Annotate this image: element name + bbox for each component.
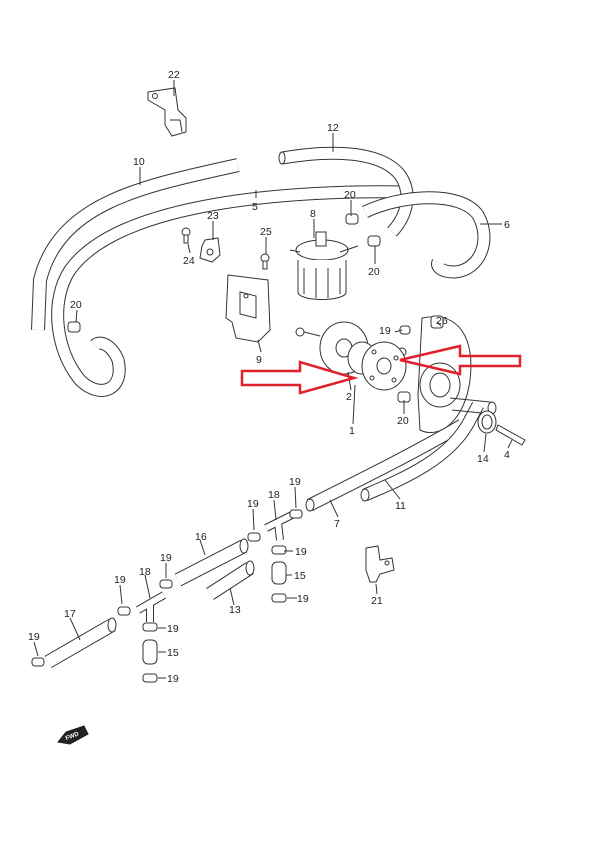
callout-15-lower: 15 <box>167 647 179 659</box>
callout-20-bottom: 20 <box>397 415 409 427</box>
highlight-arrow-left <box>240 360 359 395</box>
callout-2: 2 <box>346 391 352 403</box>
callout-8: 8 <box>310 208 316 220</box>
hose-6 <box>362 191 491 279</box>
diaphragm-plate <box>361 341 407 391</box>
hose-13 <box>206 560 255 600</box>
callout-19-lower-mid: 19 <box>167 623 179 635</box>
pin-4 <box>495 424 526 446</box>
callout-9: 9 <box>256 354 262 366</box>
callout-4: 4 <box>504 449 510 461</box>
callout-25: 25 <box>260 226 272 238</box>
clip-19-e <box>159 579 173 589</box>
callout-19-lower-left: 19 <box>114 574 126 586</box>
highlight-arrow-right <box>399 344 522 376</box>
hose-12 <box>278 146 414 237</box>
hose-7 <box>305 419 466 512</box>
clip-19-i <box>31 657 45 667</box>
callout-22: 22 <box>168 69 180 81</box>
callout-18-upper: 18 <box>268 489 280 501</box>
clip-20-left <box>67 321 81 333</box>
clip-19-f <box>117 606 131 616</box>
callout-6: 6 <box>504 219 510 231</box>
callout-12: 12 <box>327 122 339 134</box>
callout-15-upper: 15 <box>294 570 306 582</box>
callout-19-upper-right: 19 <box>289 476 301 488</box>
callout-24: 24 <box>183 255 195 267</box>
t-joint-18-lower <box>136 591 166 622</box>
bracket-22 <box>147 87 187 137</box>
clip-19-b <box>289 509 303 519</box>
callout-19-far-left: 19 <box>28 631 40 643</box>
callout-26: 26 <box>436 315 448 327</box>
callout-19-upper-mid: 19 <box>295 546 307 558</box>
leader-lines <box>33 80 513 679</box>
callout-10: 10 <box>133 156 145 168</box>
callout-19-upper-left: 19 <box>247 498 259 510</box>
callout-16: 16 <box>195 531 207 543</box>
callout-1: 1 <box>349 425 355 437</box>
fuel-filter-8 <box>289 231 359 300</box>
callout-11: 11 <box>395 500 406 512</box>
clip-19-a <box>247 532 261 542</box>
callout-7: 7 <box>334 518 340 530</box>
callout-20-right: 20 <box>368 266 380 278</box>
fwd-label: FWD <box>65 731 81 742</box>
callout-13: 13 <box>229 604 241 616</box>
callout-19-pump: 19 <box>379 325 391 337</box>
callout-17: 17 <box>64 608 76 620</box>
clip-20-right <box>367 235 381 247</box>
hose-15-lower <box>142 639 158 665</box>
t-joint-18-upper <box>264 511 294 541</box>
clamp-23 <box>199 237 221 263</box>
clip-19-c <box>271 545 287 555</box>
forward-direction-badge: FWD <box>57 725 89 745</box>
callout-21: 21 <box>371 595 383 607</box>
clip-19-pump <box>399 325 411 335</box>
hose-5 <box>51 185 406 397</box>
hose-11 <box>360 401 484 502</box>
callout-19-mid-left: 19 <box>160 552 172 564</box>
callout-5: 5 <box>252 201 258 213</box>
callout-20-top: 20 <box>344 189 356 201</box>
callout-numbers: 22 12 10 5 20 8 6 23 25 24 20 20 26 19 9… <box>28 69 510 685</box>
hose-10 <box>31 158 240 331</box>
bracket-9 <box>225 274 271 343</box>
o-ring-14 <box>477 410 497 434</box>
clamp-21 <box>365 545 395 583</box>
clip-19-h <box>142 673 158 683</box>
callout-14: 14 <box>477 453 489 465</box>
screw <box>295 327 321 337</box>
hose-17 <box>44 617 117 669</box>
bolt-25 <box>260 253 270 270</box>
hose-16 <box>174 538 249 587</box>
callout-18-lower: 18 <box>139 566 151 578</box>
clip-19-g <box>142 622 158 632</box>
clip-20-top <box>345 213 359 225</box>
callout-19-lower-bottom: 19 <box>167 673 179 685</box>
clip-19-d <box>271 593 287 603</box>
bolt-24 <box>181 227 191 244</box>
callout-20-left: 20 <box>70 299 82 311</box>
callout-23: 23 <box>207 210 219 222</box>
hose-15-upper <box>271 561 287 585</box>
callout-19-upper-bottom: 19 <box>297 593 309 605</box>
